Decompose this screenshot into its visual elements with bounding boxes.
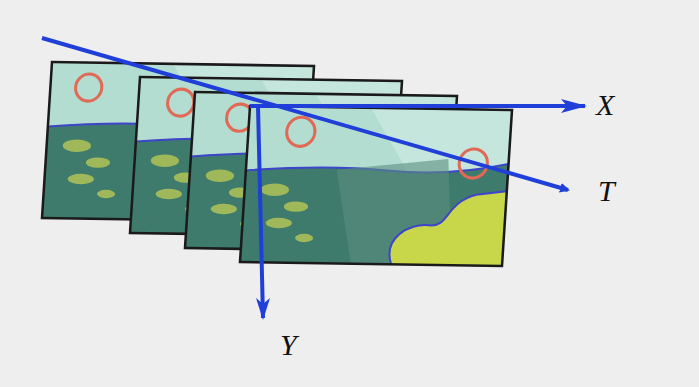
video-frame	[240, 106, 512, 266]
y-axis	[258, 106, 263, 318]
axis-label: X	[596, 90, 614, 120]
t-axis	[42, 38, 568, 190]
x-axis	[250, 104, 585, 108]
axis-label: T	[598, 176, 615, 206]
axis-label: Y	[280, 330, 297, 360]
